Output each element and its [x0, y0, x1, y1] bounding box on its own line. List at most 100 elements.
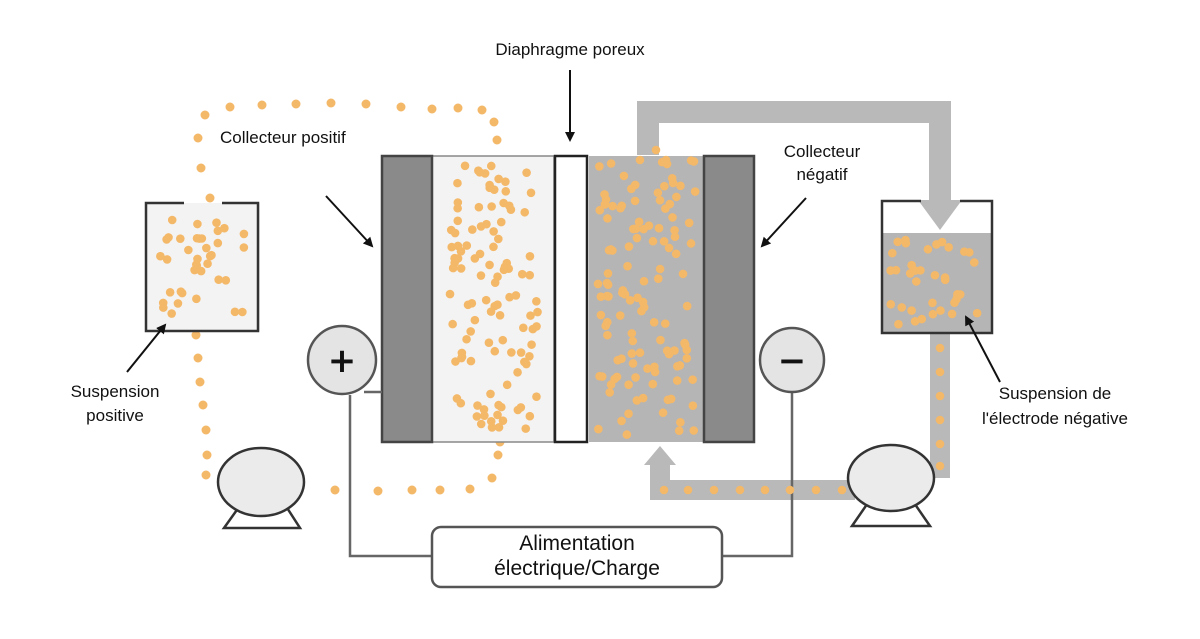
particle: [709, 485, 719, 495]
particle: [618, 288, 627, 298]
positive-collector: [380, 154, 434, 444]
positive-compartment-particles: [445, 161, 542, 433]
pipe-arrow-up: [644, 446, 676, 465]
particle: [195, 234, 204, 243]
particle: [686, 239, 696, 248]
particle: [675, 361, 685, 370]
particle: [487, 473, 497, 483]
particle: [935, 343, 945, 353]
particle: [606, 380, 616, 389]
minus-sign: −: [778, 341, 807, 381]
particle: [658, 408, 668, 418]
particle: [627, 329, 637, 338]
particle: [513, 405, 523, 415]
particle: [624, 380, 633, 389]
particle: [682, 345, 692, 355]
particle: [494, 234, 503, 244]
particle: [594, 424, 603, 434]
particle: [969, 258, 979, 267]
particle: [494, 423, 504, 432]
particle: [291, 99, 301, 109]
particle: [661, 155, 671, 165]
particle: [167, 309, 176, 318]
particle: [466, 356, 476, 366]
particle: [176, 287, 186, 296]
particle: [648, 379, 658, 389]
particle: [625, 296, 635, 305]
particle: [373, 486, 383, 496]
particle: [593, 279, 603, 289]
particle: [468, 225, 477, 234]
particle: [527, 340, 536, 349]
particle: [193, 353, 203, 363]
particle: [940, 275, 950, 285]
particle: [212, 218, 221, 227]
particle: [627, 184, 636, 194]
particle: [631, 373, 640, 382]
particle: [501, 177, 510, 186]
particle: [486, 161, 496, 171]
negative-collector-label-line1: Collecteur: [784, 142, 861, 161]
particle: [462, 241, 472, 250]
particle: [501, 187, 511, 196]
negative-collector-arrow: [760, 197, 807, 248]
particle: [688, 375, 697, 384]
particle: [928, 298, 937, 308]
particle: [497, 402, 506, 412]
particle: [490, 301, 499, 311]
particle: [489, 117, 499, 127]
particle: [653, 274, 663, 283]
particle: [676, 181, 685, 191]
particle: [447, 242, 457, 252]
particle: [456, 264, 466, 273]
particle: [533, 307, 542, 317]
particle: [935, 415, 945, 425]
particle: [493, 410, 502, 420]
particle: [617, 416, 626, 426]
particle: [655, 264, 665, 274]
particle: [191, 330, 201, 340]
particle: [596, 310, 606, 320]
positive-terminal: +: [306, 324, 378, 396]
particle: [525, 251, 535, 261]
particle: [760, 485, 770, 495]
particle: [654, 223, 664, 233]
positive-flow-path: [191, 98, 505, 496]
particle: [656, 335, 665, 345]
particle: [606, 159, 616, 168]
particle: [597, 372, 607, 381]
particle: [522, 168, 531, 177]
particle: [467, 299, 477, 308]
particle: [619, 171, 629, 181]
particle: [911, 277, 921, 286]
electrochemical-cell: [380, 154, 756, 444]
particle: [653, 188, 663, 198]
particle: [202, 243, 211, 253]
particle: [511, 291, 521, 300]
particle: [893, 237, 902, 247]
particle: [192, 294, 201, 304]
particle: [521, 424, 531, 433]
particle: [624, 242, 634, 251]
external-circuit: [348, 390, 794, 558]
particle: [492, 135, 502, 145]
particle: [195, 377, 205, 387]
particle: [910, 266, 920, 275]
particle: [623, 261, 632, 271]
particle: [689, 157, 699, 166]
particle: [532, 392, 541, 401]
particle: [513, 368, 522, 377]
particle: [476, 222, 486, 231]
particle: [485, 260, 494, 270]
particle: [639, 276, 649, 286]
particle: [193, 133, 203, 143]
particle: [481, 295, 491, 305]
particle: [230, 307, 240, 317]
particle: [644, 221, 654, 230]
particle: [474, 202, 484, 212]
particle: [886, 299, 896, 309]
particle: [489, 185, 499, 194]
particle: [470, 315, 480, 325]
particle: [525, 411, 535, 421]
particle: [493, 450, 503, 460]
